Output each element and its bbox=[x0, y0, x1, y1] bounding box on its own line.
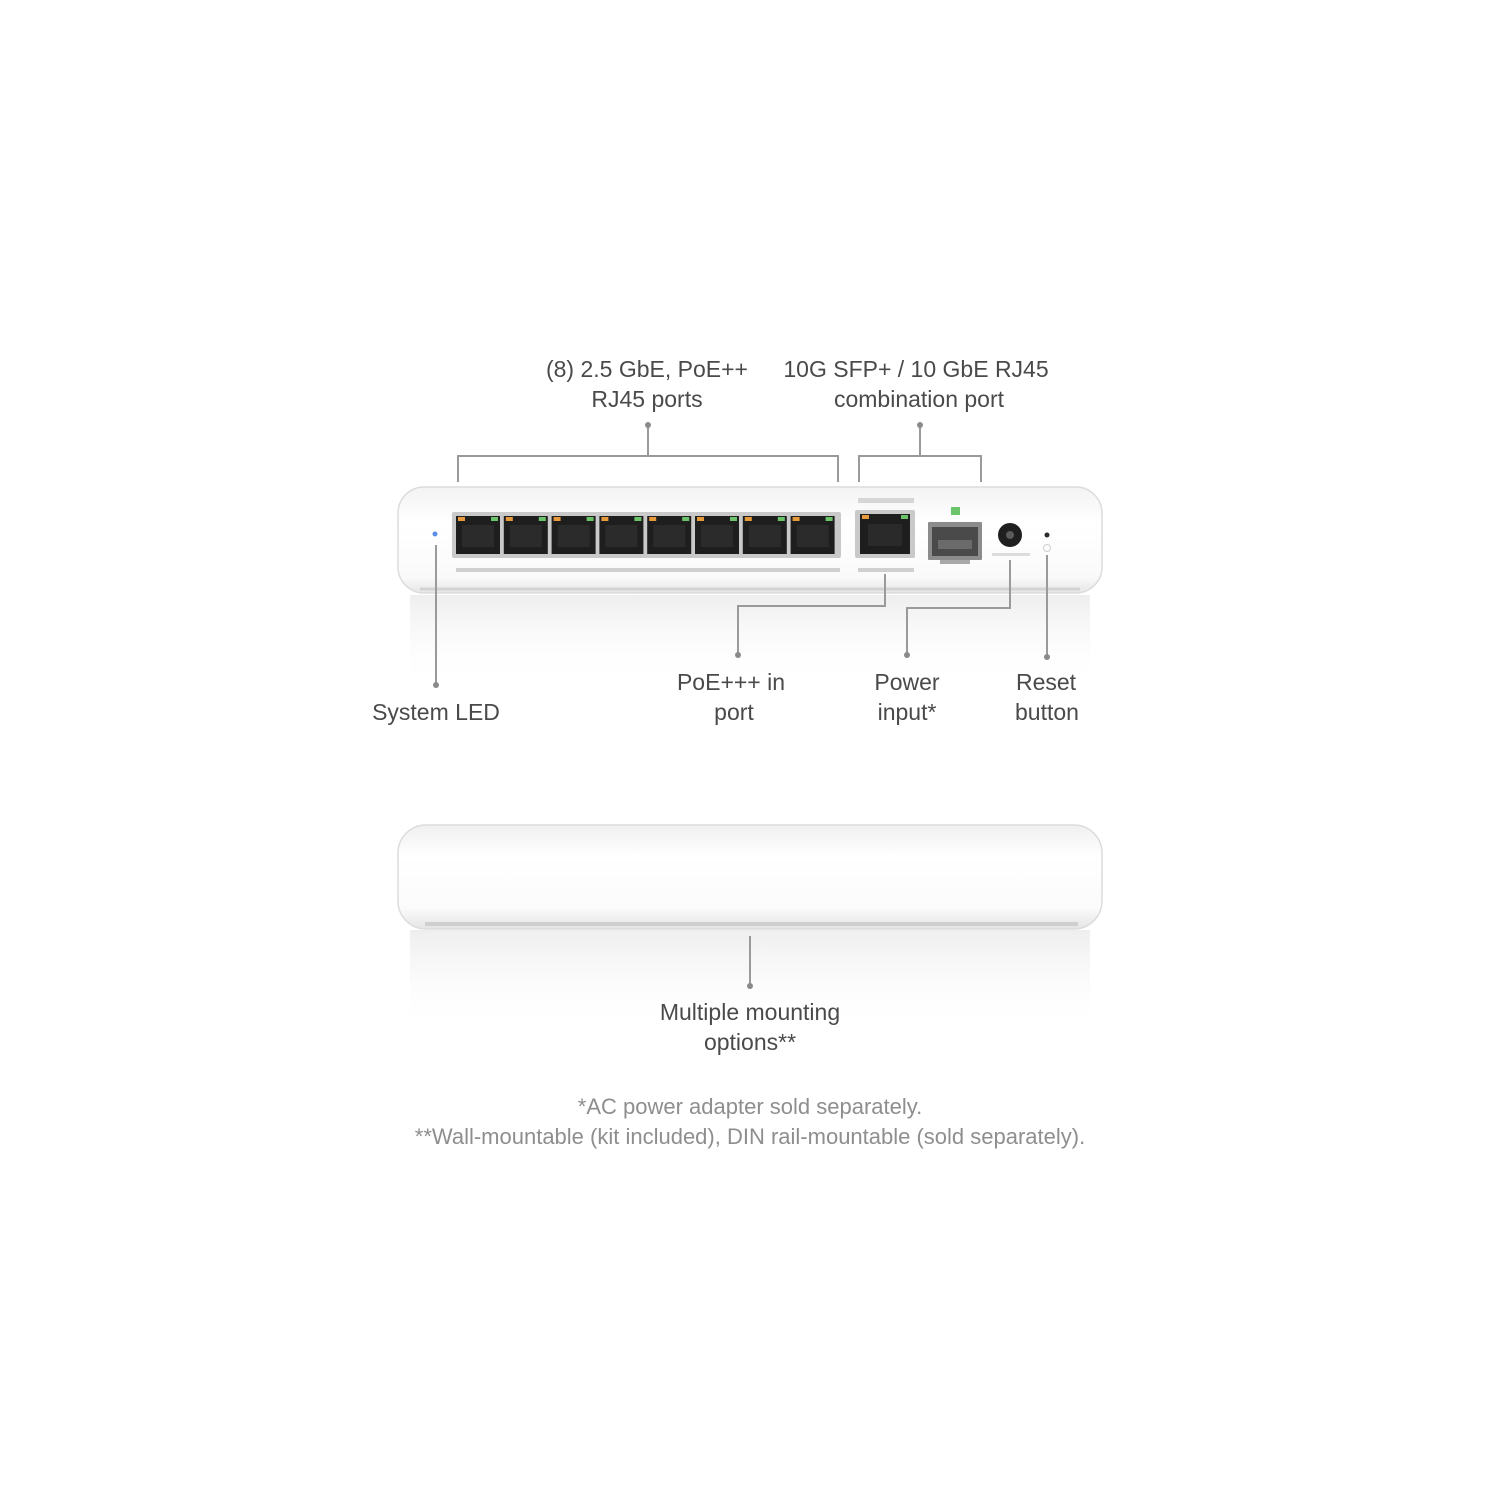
rj45-port bbox=[647, 516, 692, 554]
port-led-green bbox=[538, 517, 546, 521]
system-led-label: System LED bbox=[372, 699, 500, 725]
rj45-socket-inner bbox=[462, 525, 494, 547]
rj45-port bbox=[599, 516, 644, 554]
power-input-label-line1: Power bbox=[874, 669, 940, 695]
power-jack-pin bbox=[1006, 531, 1014, 539]
power-input-label-line2: input* bbox=[878, 699, 937, 725]
combo-rj45-port bbox=[855, 498, 915, 572]
port-led-green bbox=[825, 517, 833, 521]
port-led-orange bbox=[601, 517, 609, 521]
power-jack bbox=[992, 523, 1030, 556]
combo-bracket bbox=[858, 455, 982, 482]
combo-port-inner bbox=[868, 524, 902, 546]
combo-led-green bbox=[901, 515, 908, 519]
port-led-orange bbox=[792, 517, 800, 521]
side-body bbox=[397, 824, 1103, 930]
port-led-orange bbox=[458, 517, 465, 521]
sfp-bottom bbox=[940, 560, 970, 564]
port-label-strip bbox=[456, 568, 840, 572]
port-led-green bbox=[634, 517, 642, 521]
power-jack-label bbox=[992, 553, 1030, 556]
rj45-port bbox=[695, 516, 739, 554]
rj45-socket-inner bbox=[748, 525, 781, 547]
switch-front-view bbox=[397, 486, 1103, 685]
port-led-green bbox=[777, 517, 785, 521]
sfp-inner bbox=[938, 540, 972, 549]
reset-ring bbox=[1043, 544, 1051, 552]
port-led-green bbox=[682, 517, 690, 521]
combo-label-bar bbox=[858, 498, 914, 503]
rj45-socket-inner bbox=[701, 525, 733, 547]
port-led-orange bbox=[505, 517, 513, 521]
rj45-port-block bbox=[452, 512, 841, 572]
footnote-power-adapter: *AC power adapter sold separately. bbox=[578, 1094, 922, 1119]
mounting-label-line2: options** bbox=[704, 1029, 796, 1055]
sfp-led bbox=[951, 507, 960, 515]
reset-hole bbox=[1044, 532, 1050, 538]
callout-labels: (8) 2.5 GbE, PoE++ RJ45 ports 10G SFP+ /… bbox=[372, 356, 1079, 1055]
rj45-port bbox=[503, 516, 548, 554]
system-led-dot bbox=[433, 682, 439, 688]
sfp-plus-cage bbox=[928, 507, 982, 564]
footnote-mounting: **Wall-mountable (kit included), DIN rai… bbox=[415, 1124, 1085, 1149]
combo-port-label-line1: 10G SFP+ / 10 GbE RJ45 bbox=[783, 356, 1048, 382]
rj45-port bbox=[551, 516, 596, 554]
rj45-port bbox=[790, 516, 835, 554]
rj45-socket-inner bbox=[796, 525, 829, 547]
power-input-dot bbox=[904, 652, 910, 658]
combo-port-strip bbox=[858, 568, 914, 572]
rj45-ports-label-line1: (8) 2.5 GbE, PoE++ bbox=[546, 356, 748, 382]
port-led-orange bbox=[744, 517, 752, 521]
rj45-socket-inner bbox=[557, 525, 590, 547]
mounting-dot bbox=[747, 983, 753, 989]
rj45-port bbox=[456, 516, 500, 554]
system-led bbox=[432, 531, 438, 537]
poe-in-label-line2: port bbox=[714, 699, 754, 725]
poe-in-label-line1: PoE+++ in bbox=[677, 669, 785, 695]
reset-button-label-line1: Reset bbox=[1016, 669, 1077, 695]
mounting-label-line1: Multiple mounting bbox=[660, 999, 840, 1025]
poe-in-line bbox=[737, 574, 886, 654]
leader-lines bbox=[433, 422, 1050, 989]
rj45-port bbox=[742, 516, 787, 554]
rj45-socket-inner bbox=[509, 525, 542, 547]
rj45-socket-inner bbox=[605, 525, 638, 547]
reset-button-label-line2: button bbox=[1015, 699, 1079, 725]
device-reflection bbox=[410, 595, 1090, 685]
combo-port-label-line2: combination port bbox=[834, 386, 1005, 412]
rj45-socket-inner bbox=[653, 525, 686, 547]
port-led-green bbox=[491, 517, 498, 521]
port-led-green bbox=[730, 517, 737, 521]
rj45-ports-label-line2: RJ45 ports bbox=[591, 386, 702, 412]
combo-led-orange bbox=[862, 515, 869, 519]
power-input-line bbox=[906, 560, 1011, 654]
footnotes: *AC power adapter sold separately. **Wal… bbox=[415, 1094, 1085, 1149]
reset-pinhole bbox=[1043, 532, 1051, 552]
port-led-orange bbox=[697, 517, 704, 521]
port-led-orange bbox=[553, 517, 561, 521]
combo-dot bbox=[917, 422, 923, 428]
rj45-dot bbox=[645, 422, 651, 428]
poe-in-dot bbox=[735, 652, 741, 658]
reset-dot bbox=[1044, 654, 1050, 660]
rj45-bracket bbox=[457, 455, 839, 482]
port-led-green bbox=[586, 517, 594, 521]
port-led-orange bbox=[649, 517, 657, 521]
